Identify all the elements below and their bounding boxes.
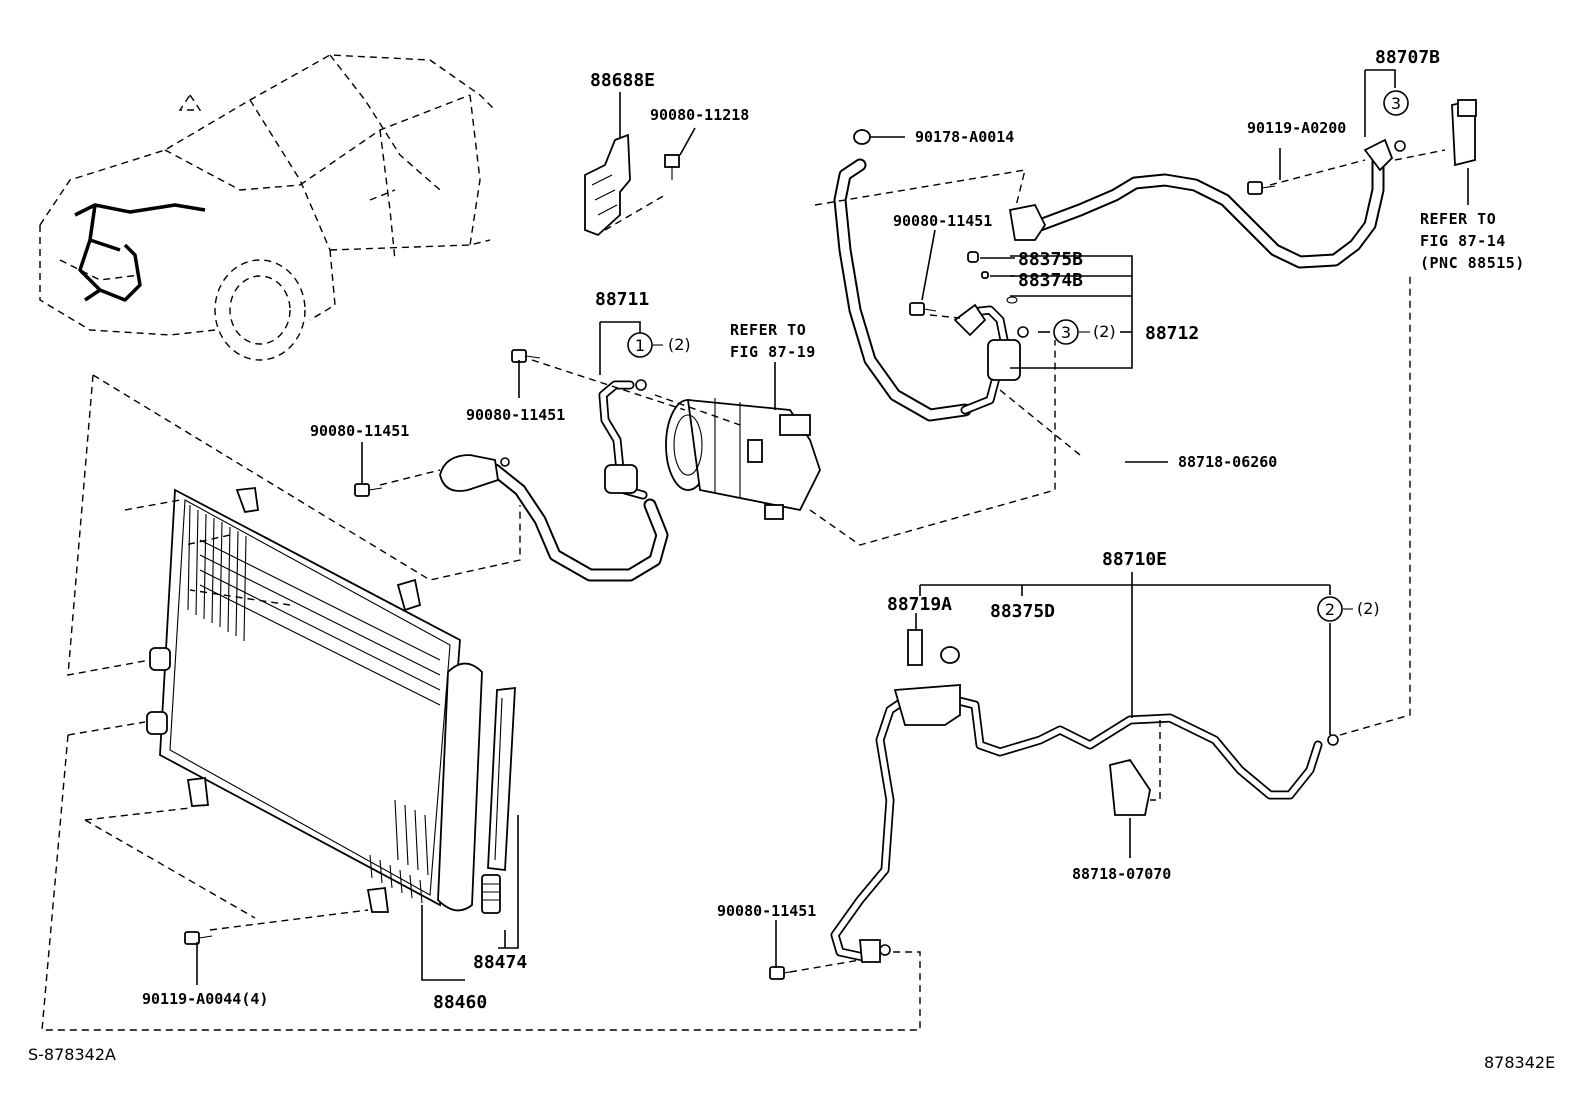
bolt-90080-11451-d [769,966,785,980]
label-88712[interactable]: 88712 [1145,323,1199,344]
callout-3a-qty: (2) [1093,322,1116,341]
label-90080-11451-a[interactable]: 90080-11451 [893,212,992,230]
label-90178-A0014[interactable]: 90178-A0014 [915,128,1014,146]
assembly-guide-lines [41,374,921,1031]
callout-3b: 3 [1383,90,1409,116]
filter-plug [481,874,501,914]
suction-hose-88712 [814,158,1081,456]
label-88374B[interactable]: 88374B [1018,270,1083,291]
callout-circle-3a [1053,319,1079,345]
hose-end-fitting [1363,138,1394,172]
muffler [987,339,1021,381]
callout-circle-3b [1383,90,1409,116]
callout-circle-1 [627,332,653,358]
label-88718-07070[interactable]: 88718-07070 [1072,865,1171,883]
bolt-90080-11451-a [909,302,925,316]
label-88718-06260[interactable]: 88718-06260 [1178,453,1277,471]
callout-3b-number: 3 [1391,94,1401,113]
fasteners [184,129,1276,980]
hose-fitting-block [1008,203,1047,241]
hose-88707B [1008,98,1477,269]
top-bracket [235,487,260,514]
callout-3a-number: 3 [1061,323,1071,342]
callout-1: 1 (2) [627,332,691,358]
receiver-tank [437,662,483,912]
lower-mount-bushing [146,711,168,735]
callout-1-qty: (2) [668,335,691,354]
bolt-90119-A0200 [1247,181,1263,195]
label-90080-11451-b[interactable]: 90080-11451 [466,406,565,424]
label-90080-11451-c[interactable]: 90080-11451 [310,422,409,440]
vehicle-illustration [39,54,496,361]
callout-circle-2 [1317,596,1343,622]
condenser-assembly [146,487,516,914]
discharge-hose-88711 [439,379,669,582]
ref-87-14-line1: REFER TO [1420,210,1496,228]
callout-3a: 3 (2) [1053,319,1116,345]
condenser-fins [187,504,441,904]
diagram-code-right: 878342E [1484,1053,1555,1072]
cap-88375B [967,251,979,263]
ref-87-19-line2[interactable]: FIG 87-19 [730,343,816,361]
leader-lines [196,69,1469,985]
bottom-bracket-2 [366,887,390,913]
ref-87-19-line1: REFER TO [730,321,806,339]
label-88375B[interactable]: 88375B [1018,249,1083,270]
reference-notes: REFER TO FIG 87-19 REFER TO FIG 87-14 (P… [730,210,1525,361]
cap-90178-A0014 [853,129,871,145]
label-88688E[interactable]: 88688E [590,70,655,91]
callout-2-qty: (2) [1357,599,1380,618]
ref-87-14-line2[interactable]: FIG 87-14 [1420,232,1506,250]
label-88710E[interactable]: 88710E [1102,549,1167,570]
label-90080-11218[interactable]: 90080-11218 [650,106,749,124]
ref-87-14-line3[interactable]: (PNC 88515) [1420,254,1525,272]
label-90119-A0200[interactable]: 90119-A0200 [1247,119,1346,137]
valve-core-88374B [981,271,989,279]
label-88707B[interactable]: 88707B [1375,47,1440,68]
bolt-90080-11451-c [354,483,370,497]
compressor-connector [779,414,811,436]
label-90119-A0044[interactable]: 90119-A0044(4) [142,990,268,1008]
clamp-88718-07070 [1109,758,1151,816]
liquid-tube-88710E [789,275,1411,973]
pressure-switch-block [893,684,961,726]
diagram-code-left: S-878342A [28,1045,116,1064]
label-88474[interactable]: 88474 [473,952,527,973]
service-valve-port [953,303,987,337]
compressor-guide-lines [379,340,1056,546]
bolt-90080-11218 [664,154,680,168]
label-88711[interactable]: 88711 [595,289,649,310]
part-labels: 88688E 90080-11218 90178-A0014 88707B 90… [142,47,1440,1013]
label-90080-11451-d[interactable]: 90080-11451 [717,902,816,920]
callout-2-number: 2 [1325,600,1335,619]
cap-88375D [940,646,960,664]
compressor [665,398,821,520]
upper-mount-bushing [149,647,171,671]
bottom-bracket [186,777,209,807]
label-88375D[interactable]: 88375D [990,601,1055,622]
bracket-88688E [584,133,680,237]
label-88719A[interactable]: 88719A [887,594,952,615]
callout-2: 2 (2) [1317,596,1380,622]
pressure-switch-88719A [907,629,923,666]
callout-1-number: 1 [635,336,645,355]
desiccant-element [487,686,516,872]
side-bracket [396,578,422,612]
label-88460[interactable]: 88460 [433,992,487,1013]
